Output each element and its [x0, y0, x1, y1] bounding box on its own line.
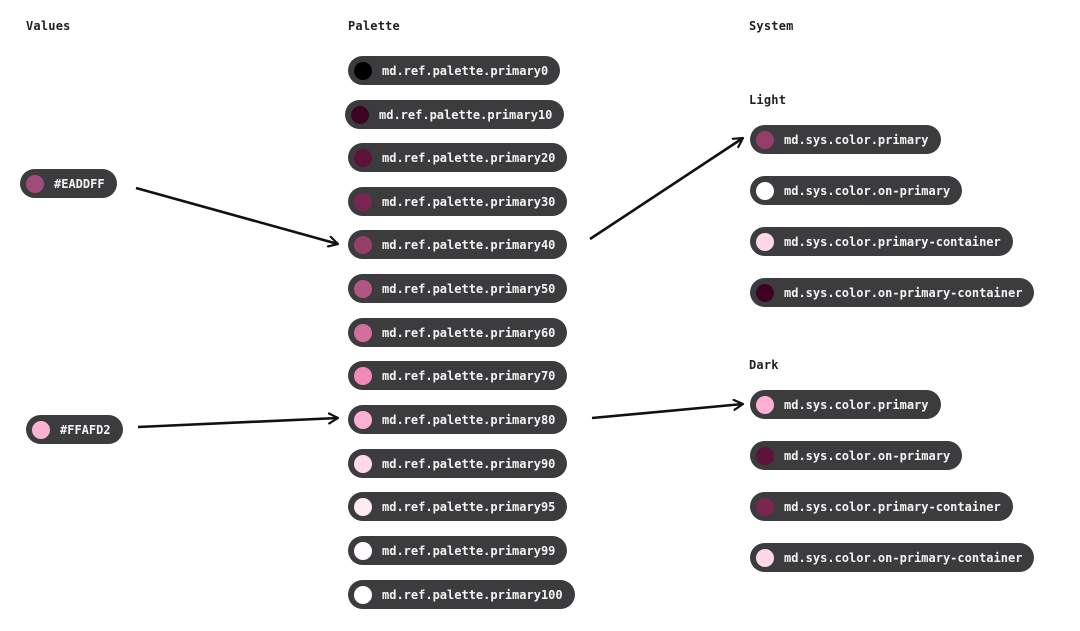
color-swatch [354, 454, 372, 473]
light-scheme-header: Light [749, 93, 787, 107]
system-label: md.sys.color.primary-container [784, 499, 1001, 514]
palette-label: md.ref.palette.primary0 [382, 63, 549, 78]
palette-label: md.ref.palette.primary80 [382, 412, 556, 427]
dark-scheme-header: Dark [749, 358, 779, 372]
palette-chip-primary30: md.ref.palette.primary30 [348, 187, 568, 216]
palette-chip-primary50: md.ref.palette.primary50 [348, 274, 568, 303]
color-swatch [32, 420, 50, 439]
color-swatch [354, 192, 372, 211]
system-label: md.sys.color.on-primary [784, 448, 951, 463]
color-swatch [354, 366, 372, 385]
color-swatch [354, 410, 372, 429]
values-column-header: Values [26, 19, 71, 33]
palette-label: md.ref.palette.primary70 [382, 368, 556, 383]
color-swatch [756, 283, 774, 302]
color-swatch [756, 548, 774, 567]
palette-label: md.ref.palette.primary10 [379, 107, 553, 122]
color-swatch [354, 497, 372, 516]
palette-chip-primary80: md.ref.palette.primary80 [348, 405, 568, 434]
color-swatch [756, 181, 774, 200]
palette-chip-primary60: md.ref.palette.primary60 [348, 318, 568, 347]
color-swatch [354, 323, 372, 342]
palette-label: md.ref.palette.primary50 [382, 281, 556, 296]
system-label: md.sys.color.on-primary-container [784, 285, 1023, 300]
color-swatch [756, 130, 774, 149]
color-swatch [354, 585, 372, 604]
system-label: md.sys.color.primary-container [784, 234, 1001, 249]
color-swatch [354, 279, 372, 298]
arrow-eaddff-to-primary40 [135, 186, 338, 244]
palette-label: md.ref.palette.primary95 [382, 499, 556, 514]
palette-label: md.ref.palette.primary20 [382, 150, 556, 165]
value-chip-ffafd2: #FFAFD2 [26, 415, 123, 444]
dark-chip-primary: md.sys.color.primary [750, 390, 941, 419]
color-swatch [756, 497, 774, 516]
palette-label: md.ref.palette.primary90 [382, 456, 556, 471]
light-chip-on-primary-container: md.sys.color.on-primary-container [750, 278, 1035, 307]
color-swatch [354, 61, 372, 80]
palette-chip-primary70: md.ref.palette.primary70 [348, 361, 568, 390]
palette-chip-primary40: md.ref.palette.primary40 [348, 230, 568, 259]
palette-chip-primary20: md.ref.palette.primary20 [348, 143, 568, 172]
color-swatch [756, 232, 774, 251]
dark-chip-on-primary-container: md.sys.color.on-primary-container [750, 543, 1035, 572]
system-label: md.sys.color.primary [784, 132, 929, 147]
palette-chip-primary99: md.ref.palette.primary99 [348, 536, 568, 565]
color-swatch [756, 446, 774, 465]
color-swatch [756, 395, 774, 414]
system-label: md.sys.color.primary [784, 397, 929, 412]
palette-label: md.ref.palette.primary100 [382, 587, 563, 602]
palette-chip-primary10: md.ref.palette.primary10 [345, 100, 565, 129]
color-swatch [354, 148, 372, 167]
dark-chip-on-primary: md.sys.color.on-primary [750, 441, 963, 470]
arrow-primary80-to-dark-primary [591, 404, 743, 420]
color-swatch [26, 174, 44, 193]
palette-chip-primary0: md.ref.palette.primary0 [348, 56, 561, 85]
value-chip-eaddff: #EADDFF [20, 169, 117, 198]
system-label: md.sys.color.on-primary [784, 183, 951, 198]
light-chip-primary-container: md.sys.color.primary-container [750, 227, 1013, 256]
palette-label: md.ref.palette.primary30 [382, 194, 556, 209]
color-swatch [351, 105, 369, 124]
palette-column-header: Palette [348, 19, 400, 33]
palette-chip-primary90: md.ref.palette.primary90 [348, 449, 568, 478]
value-label: #FFAFD2 [60, 422, 111, 437]
palette-label: md.ref.palette.primary40 [382, 237, 556, 252]
color-swatch [354, 235, 372, 254]
value-label: #EADDFF [54, 176, 105, 191]
palette-chip-primary100: md.ref.palette.primary100 [348, 580, 575, 609]
arrow-primary40-to-light-primary [589, 138, 743, 241]
palette-chip-primary95: md.ref.palette.primary95 [348, 492, 568, 521]
arrow-ffafd2-to-primary80 [137, 418, 338, 429]
palette-label: md.ref.palette.primary99 [382, 543, 556, 558]
dark-chip-primary-container: md.sys.color.primary-container [750, 492, 1013, 521]
light-chip-on-primary: md.sys.color.on-primary [750, 176, 963, 205]
color-swatch [354, 541, 372, 560]
light-chip-primary: md.sys.color.primary [750, 125, 941, 154]
system-column-header: System [749, 19, 794, 33]
palette-label: md.ref.palette.primary60 [382, 325, 556, 340]
system-label: md.sys.color.on-primary-container [784, 550, 1023, 565]
